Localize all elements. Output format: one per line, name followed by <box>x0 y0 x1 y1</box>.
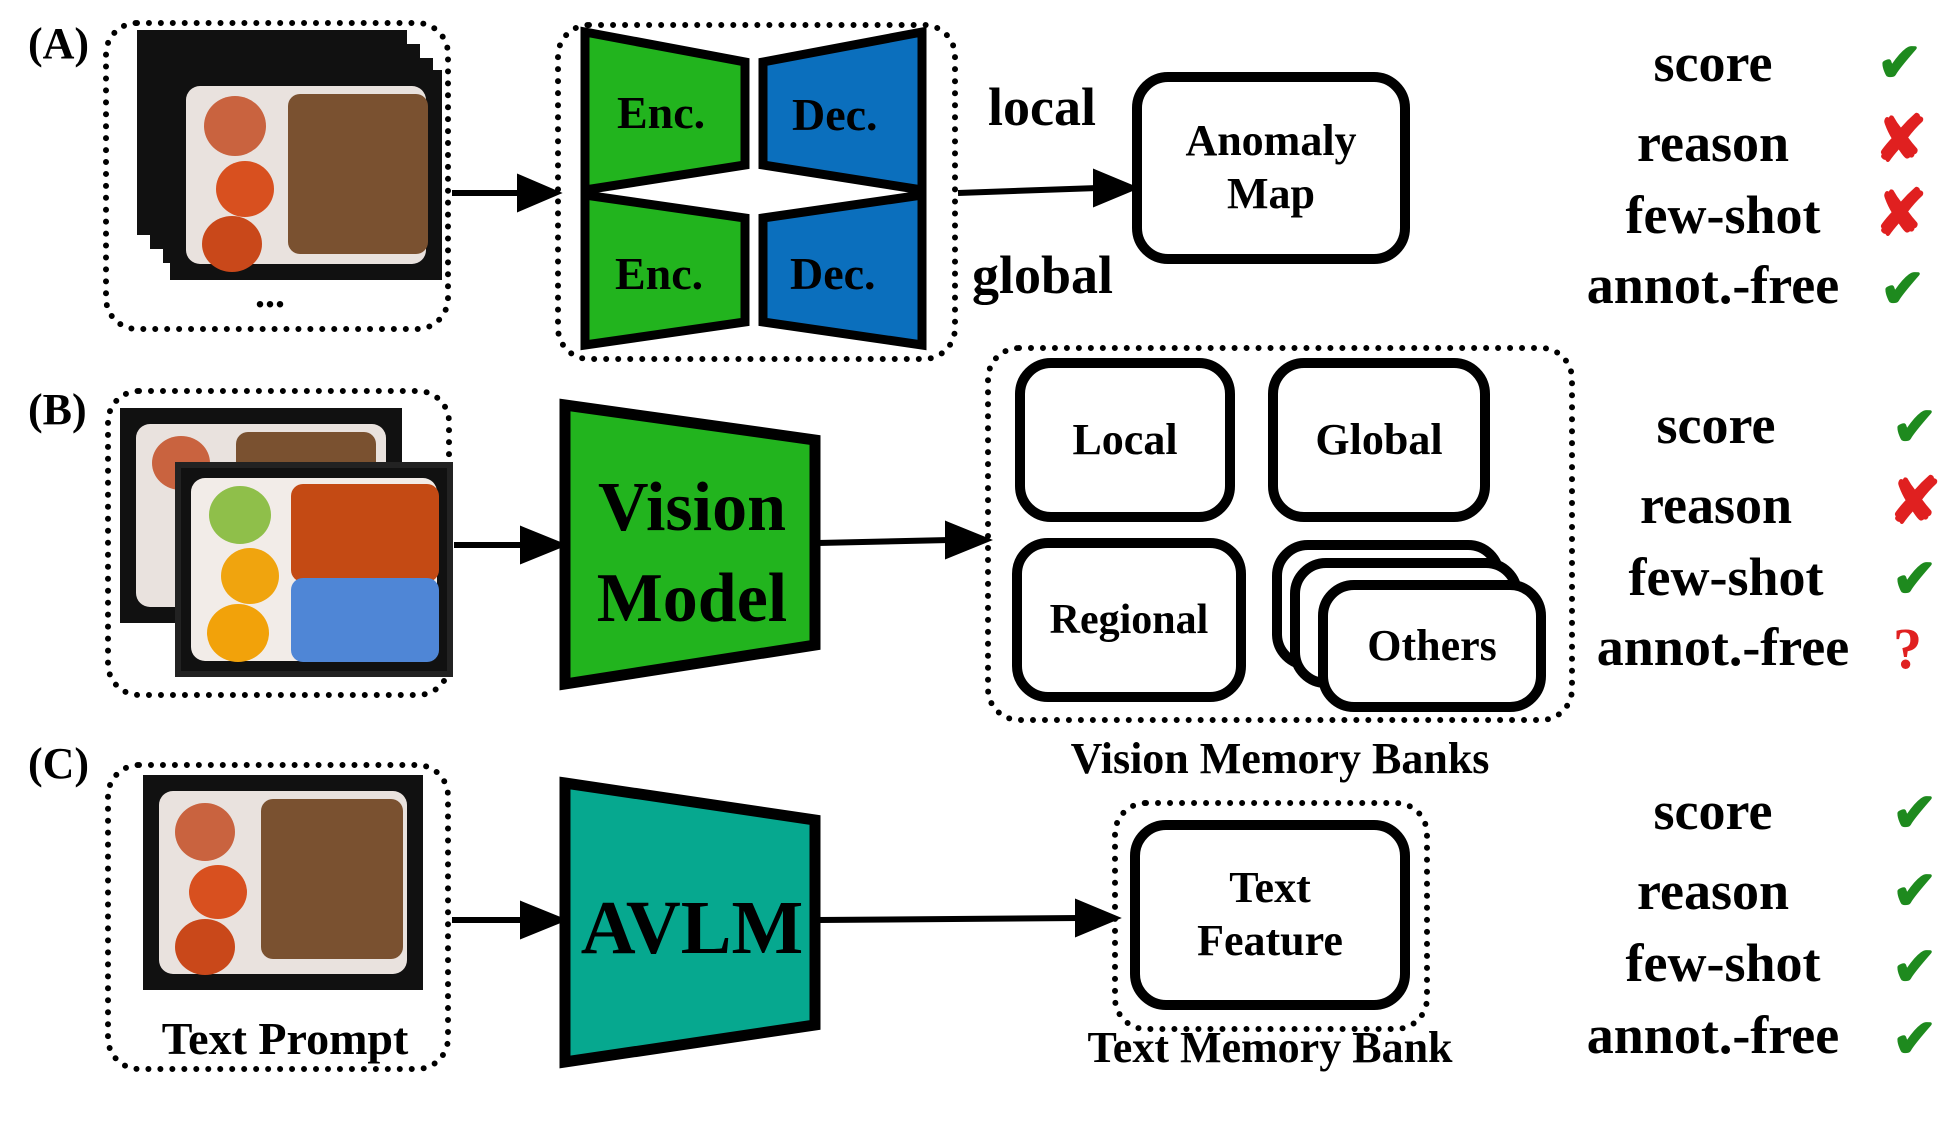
decoder-top-label: Dec. <box>792 89 878 140</box>
avlm-shape <box>559 776 821 1069</box>
cross-icon: ✘ <box>1874 104 1928 175</box>
tray-image <box>143 775 423 990</box>
check-icon: ✔ <box>1892 549 1938 609</box>
check-icon: ✔ <box>1877 33 1923 93</box>
check-icon: ✔ <box>1892 783 1938 843</box>
decoder-top <box>758 26 927 196</box>
text-memory-bank-group <box>1112 800 1430 1032</box>
tray-image-front <box>170 70 442 280</box>
memory-bank-others: Others <box>1318 580 1546 712</box>
vision-memory-banks-group <box>985 345 1575 723</box>
criterion-reason: reason <box>1639 475 1792 535</box>
tray-image-segmented <box>175 462 453 677</box>
check-icon: ✔ <box>1892 937 1938 997</box>
check-icon: ✔ <box>1892 1009 1938 1069</box>
question-icon: ? <box>1893 616 1922 681</box>
row-a-input-group <box>103 20 451 332</box>
cross-icon: ✘ <box>1888 466 1942 537</box>
criterion-reason: reason <box>1636 861 1789 921</box>
row-b-tag: (B) <box>28 385 87 434</box>
criterion-annot-free: annot.-free <box>1586 255 1840 315</box>
vision-model-label: Vision Model <box>596 469 788 637</box>
criterion-few-shot: few-shot <box>1628 547 1824 607</box>
text-feature-label: Text Feature <box>1197 863 1343 965</box>
criterion-score: score <box>1656 395 1776 455</box>
text-feature-box: Text Feature <box>1130 820 1410 1010</box>
anomaly-map-box: Anomaly Map <box>1132 72 1410 264</box>
row-c-input-group <box>105 762 451 1072</box>
criterion-score: score <box>1653 33 1773 93</box>
memory-bank-local-label: Local <box>1072 414 1178 464</box>
vision-model-shape <box>559 398 821 691</box>
encoder-bottom-label: Enc. <box>615 248 704 299</box>
branch-global-label: global <box>972 245 1114 305</box>
text-memory-bank-caption: Text Memory Bank <box>1087 1023 1453 1072</box>
criterion-annot-free: annot.-free <box>1596 617 1850 677</box>
vision-memory-banks-caption: Vision Memory Banks <box>1070 734 1490 783</box>
text-prompt-caption: Text Prompt <box>161 1013 409 1064</box>
criterion-score: score <box>1653 781 1773 841</box>
check-icon: ✔ <box>1880 259 1926 319</box>
row-c-tag: (C) <box>28 739 90 788</box>
memory-bank-regional-label: Regional <box>1049 596 1209 643</box>
cross-icon: ✘ <box>1874 178 1928 249</box>
decoder-bottom-label: Dec. <box>790 248 876 299</box>
encoder-bottom <box>580 189 750 351</box>
encoder-top-label: Enc. <box>617 87 706 138</box>
decoder-bottom <box>758 189 927 351</box>
criterion-annot-free: annot.-free <box>1586 1005 1840 1065</box>
avlm-label: AVLM <box>580 886 804 970</box>
anomaly-map-label: Anomaly Map <box>1185 116 1357 218</box>
row-a-tag: (A) <box>28 19 90 68</box>
criterion-few-shot: few-shot <box>1625 185 1821 245</box>
check-icon: ✔ <box>1892 861 1938 921</box>
check-icon: ✔ <box>1892 397 1938 457</box>
branch-local-label: local <box>988 77 1096 137</box>
memory-bank-global-label: Global <box>1315 414 1443 464</box>
criterion-reason: reason <box>1636 113 1789 173</box>
memory-bank-others-label: Others <box>1367 620 1497 670</box>
memory-bank-local: Local <box>1015 358 1235 522</box>
encoder-top <box>580 26 750 196</box>
memory-bank-regional: Regional <box>1012 538 1246 702</box>
criterion-few-shot: few-shot <box>1625 933 1821 993</box>
ellipsis: ... <box>255 271 285 316</box>
memory-bank-global: Global <box>1268 358 1490 522</box>
